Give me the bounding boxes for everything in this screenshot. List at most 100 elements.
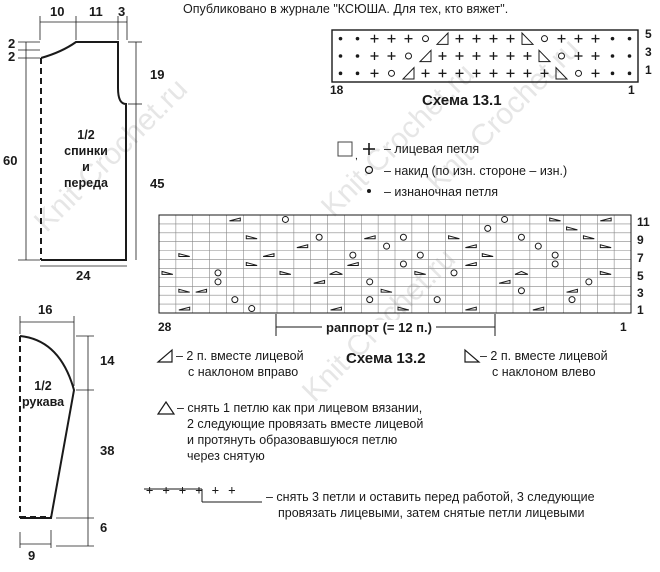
- chart2-stitch-54: [330, 306, 342, 311]
- chart2-stitch-18: [599, 244, 612, 249]
- chart2-stitch-20: [263, 252, 275, 258]
- chart2-stitch-11: [448, 235, 460, 240]
- sleeve-label: 1/2 рукава: [21, 379, 65, 409]
- chart2-stitch-6: [566, 226, 578, 231]
- chart2-stitch-33: [329, 270, 343, 275]
- chart1-stitch-0-17: [627, 36, 632, 41]
- chart1-stitch-2-6: [438, 69, 447, 78]
- chart1-stitch-0-1: [355, 36, 360, 41]
- chart1-stitch-0-4: [404, 34, 413, 43]
- chart2-stitch-40: [366, 278, 374, 286]
- chart1-stitch-1-15: [591, 52, 600, 60]
- plus-icon: [363, 143, 375, 155]
- legend-cable: – снять 3 петли и оставить перед работой…: [266, 490, 595, 520]
- chart1-stitch-2-0: [338, 71, 343, 76]
- publication-note: Опубликовано в журнале "КСЮША. Для тех, …: [183, 2, 509, 16]
- purl-dot-icon: [367, 189, 371, 193]
- chart1-row-3: 3: [645, 45, 652, 59]
- chart2-row-1: 1: [637, 303, 644, 317]
- chart1-stitch-1-8: [472, 52, 481, 60]
- chart2-stitch-50: [433, 296, 441, 304]
- cable-icon: [144, 488, 262, 503]
- chart2-stitch-13: [582, 235, 595, 240]
- chart2-stitch-57: [532, 306, 545, 311]
- sleeve-outline: [19, 335, 76, 519]
- chart2-stitch-52: [178, 306, 191, 311]
- chart2-stitch-25: [245, 261, 258, 266]
- chart1-stitch-1-14: [574, 52, 583, 60]
- chart1-stitch-0-13: [557, 34, 566, 43]
- chart2-stitch-47: [566, 288, 578, 293]
- dim-top-11: 11: [89, 4, 103, 19]
- dim-sleeve-14: 14: [100, 353, 115, 368]
- svg-text:,: ,: [355, 151, 358, 162]
- chart2-stitch-32: [279, 270, 291, 275]
- chart1-stitch-2-17: [627, 71, 632, 76]
- chart2-stitch-44: [195, 288, 208, 293]
- chart1-stitch-1-16: [610, 54, 615, 58]
- dim-left-2a: 2: [8, 36, 16, 51]
- chart1-stitch-2-10: [506, 69, 515, 78]
- chart1-stitch-2-9: [489, 69, 498, 78]
- chart1-stitch-0-3: [387, 34, 396, 43]
- dim-sleeve-6: 6: [100, 520, 108, 535]
- chart1-stitch-2-11: [523, 69, 532, 78]
- chart1-stitch-2-5: [421, 69, 430, 78]
- chart2-row-5: 5: [637, 269, 644, 283]
- chart1-stitch-2-14: [575, 69, 582, 77]
- chart1-stitch-1-10: [506, 52, 515, 60]
- chart1-stitch-0-16: [610, 36, 615, 41]
- legend-purl: – изнаночная петля: [384, 185, 499, 199]
- chart2-stitch-35: [450, 269, 458, 277]
- chart2-stitch-49: [366, 296, 374, 304]
- chart2-stitch-48: [231, 296, 239, 304]
- chart1-title: Схема 13.1: [422, 92, 502, 109]
- chart2-stitch-16: [465, 244, 477, 249]
- dim-left-60: 60: [3, 153, 18, 168]
- chart1-stitch-0-6: [435, 31, 449, 45]
- chart-13-1: [331, 29, 639, 83]
- chart2-stitch-10: [399, 233, 407, 241]
- chart1-stitch-1-5: [418, 49, 432, 63]
- chart2-stitch-37: [599, 270, 612, 275]
- chart2-stitch-1: [281, 215, 289, 223]
- symbol-legend-icons: ,: [337, 141, 375, 193]
- chart1-stitch-0-0: [338, 36, 343, 41]
- chart2-stitch-0: [229, 217, 241, 222]
- dim-top-10: 10: [50, 4, 65, 19]
- chart1-stitch-0-9: [489, 34, 498, 43]
- chart2-stitch-22: [416, 251, 424, 259]
- chart2-stitch-8: [315, 233, 323, 241]
- chart1-stitch-2-16: [610, 71, 615, 76]
- chart2-stitch-21: [349, 251, 357, 259]
- chart1-stitch-2-8: [472, 69, 481, 78]
- chart2-stitch-31: [214, 269, 222, 277]
- yarn-over-icon: [364, 165, 374, 175]
- chart2-stitch-15: [383, 242, 391, 250]
- chart2-stitch-12: [517, 233, 525, 241]
- triangle-icon: [156, 400, 176, 415]
- chart2-stitch-19: [178, 252, 190, 258]
- chart2-stitch-24: [551, 251, 559, 259]
- chart2-stitch-4: [600, 217, 612, 222]
- chart1-stitch-2-12: [540, 69, 549, 78]
- chart2-stitch-43: [178, 288, 190, 293]
- chart1-stitch-2-3: [388, 69, 395, 77]
- chart2-stitch-14: [296, 244, 309, 249]
- chart1-stitch-0-10: [506, 34, 515, 43]
- chart1-stitch-1-9: [489, 52, 498, 60]
- chart2-stitch-9: [364, 235, 376, 240]
- chart1-stitch-0-2: [370, 34, 379, 43]
- chart1-stitch-0-11: [521, 31, 535, 45]
- chart2-stitch-55: [397, 306, 409, 311]
- chart1-stitch-2-2: [370, 69, 379, 78]
- chart1-stitch-0-14: [574, 34, 583, 43]
- chart1-frame: [331, 29, 639, 83]
- cable-symbols: + + + + + +: [146, 483, 237, 497]
- body-dim-lines: [18, 16, 142, 267]
- chart1-stitch-1-6: [438, 52, 447, 60]
- chart2-stitch-26: [347, 261, 359, 266]
- right-slant-icon: [156, 348, 173, 363]
- chart2-stitch-27: [399, 260, 407, 268]
- chart1-stitch-1-17: [627, 54, 632, 58]
